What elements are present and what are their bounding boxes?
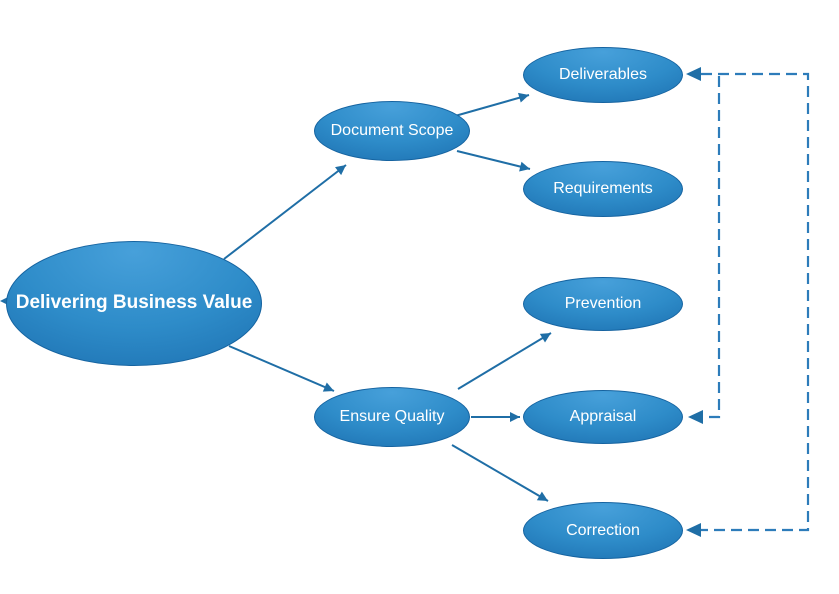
node-document-scope[interactable]: Document Scope xyxy=(314,101,470,161)
node-label: Prevention xyxy=(564,295,642,313)
node-delivering-business-value[interactable]: Delivering Business Value xyxy=(6,241,262,366)
solid-connectors xyxy=(223,92,552,502)
dashed-loop-deliverables-correction xyxy=(701,72,810,532)
node-label: Deliverables xyxy=(558,66,648,84)
edge-root-to-ensure-quality xyxy=(228,345,335,392)
dashed-arrowhead-into-correction xyxy=(686,523,701,537)
dashed-connectors xyxy=(686,67,810,537)
node-ensure-quality[interactable]: Ensure Quality xyxy=(314,387,470,447)
edge-ensure-quality-to-prevention xyxy=(457,332,552,390)
node-deliverables[interactable]: Deliverables xyxy=(523,47,683,103)
node-correction[interactable]: Correction xyxy=(523,502,683,559)
edge-ensure-quality-to-correction xyxy=(451,444,549,502)
edge-root-to-document-scope xyxy=(223,164,347,260)
node-appraisal[interactable]: Appraisal xyxy=(523,390,683,444)
dashed-arrowhead-into-deliverables xyxy=(686,67,701,81)
node-label: Document Scope xyxy=(330,122,454,140)
node-label: Ensure Quality xyxy=(339,408,445,426)
edge-document-scope-to-deliverables xyxy=(454,92,530,117)
dashed-arrowhead-into-appraisal xyxy=(688,410,703,424)
dashed-branch-to-appraisal xyxy=(704,76,721,419)
node-label: Delivering Business Value xyxy=(15,292,253,314)
node-label: Requirements xyxy=(553,180,653,198)
edge-document-scope-to-requirements xyxy=(456,150,531,172)
node-label: Appraisal xyxy=(569,408,637,426)
node-requirements[interactable]: Requirements xyxy=(523,161,683,217)
node-label: Correction xyxy=(566,521,640,539)
node-prevention[interactable]: Prevention xyxy=(523,277,683,331)
